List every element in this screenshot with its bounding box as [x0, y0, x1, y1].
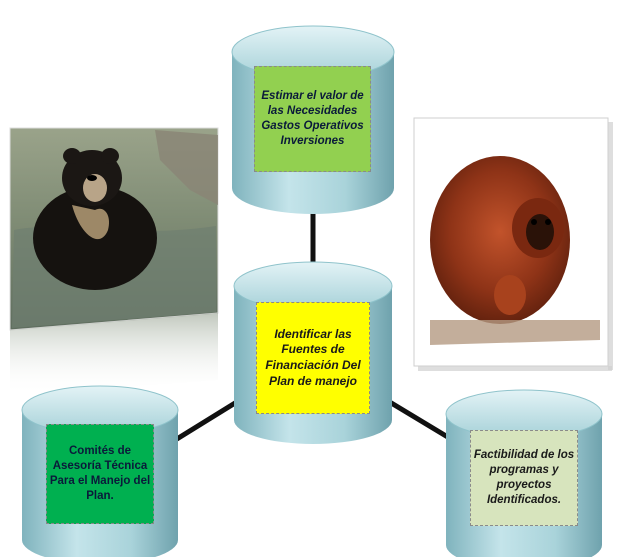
- bear-photo: [9, 127, 219, 395]
- node-center-text: Identificar las Fuentes de Financiación …: [265, 326, 361, 388]
- node-top-needs: Estimar el valor de las Necesidades Gast…: [254, 66, 371, 172]
- monkey-photo: [413, 117, 613, 371]
- node-right-feasibility: Factibilidad de los programas y proyecto…: [470, 430, 578, 526]
- node-left-advisory-committees: Comités de Asesoría Técnica Para el Mane…: [46, 424, 154, 524]
- node-center-funding-sources: Identificar las Fuentes de Financiación …: [256, 302, 370, 414]
- node-left-text: Comités de Asesoría Técnica Para el Mane…: [49, 445, 151, 502]
- node-top-text: Estimar el valor de las Necesidades Gast…: [261, 90, 364, 147]
- node-right-text: Factibilidad de los programas y proyecto…: [473, 449, 575, 506]
